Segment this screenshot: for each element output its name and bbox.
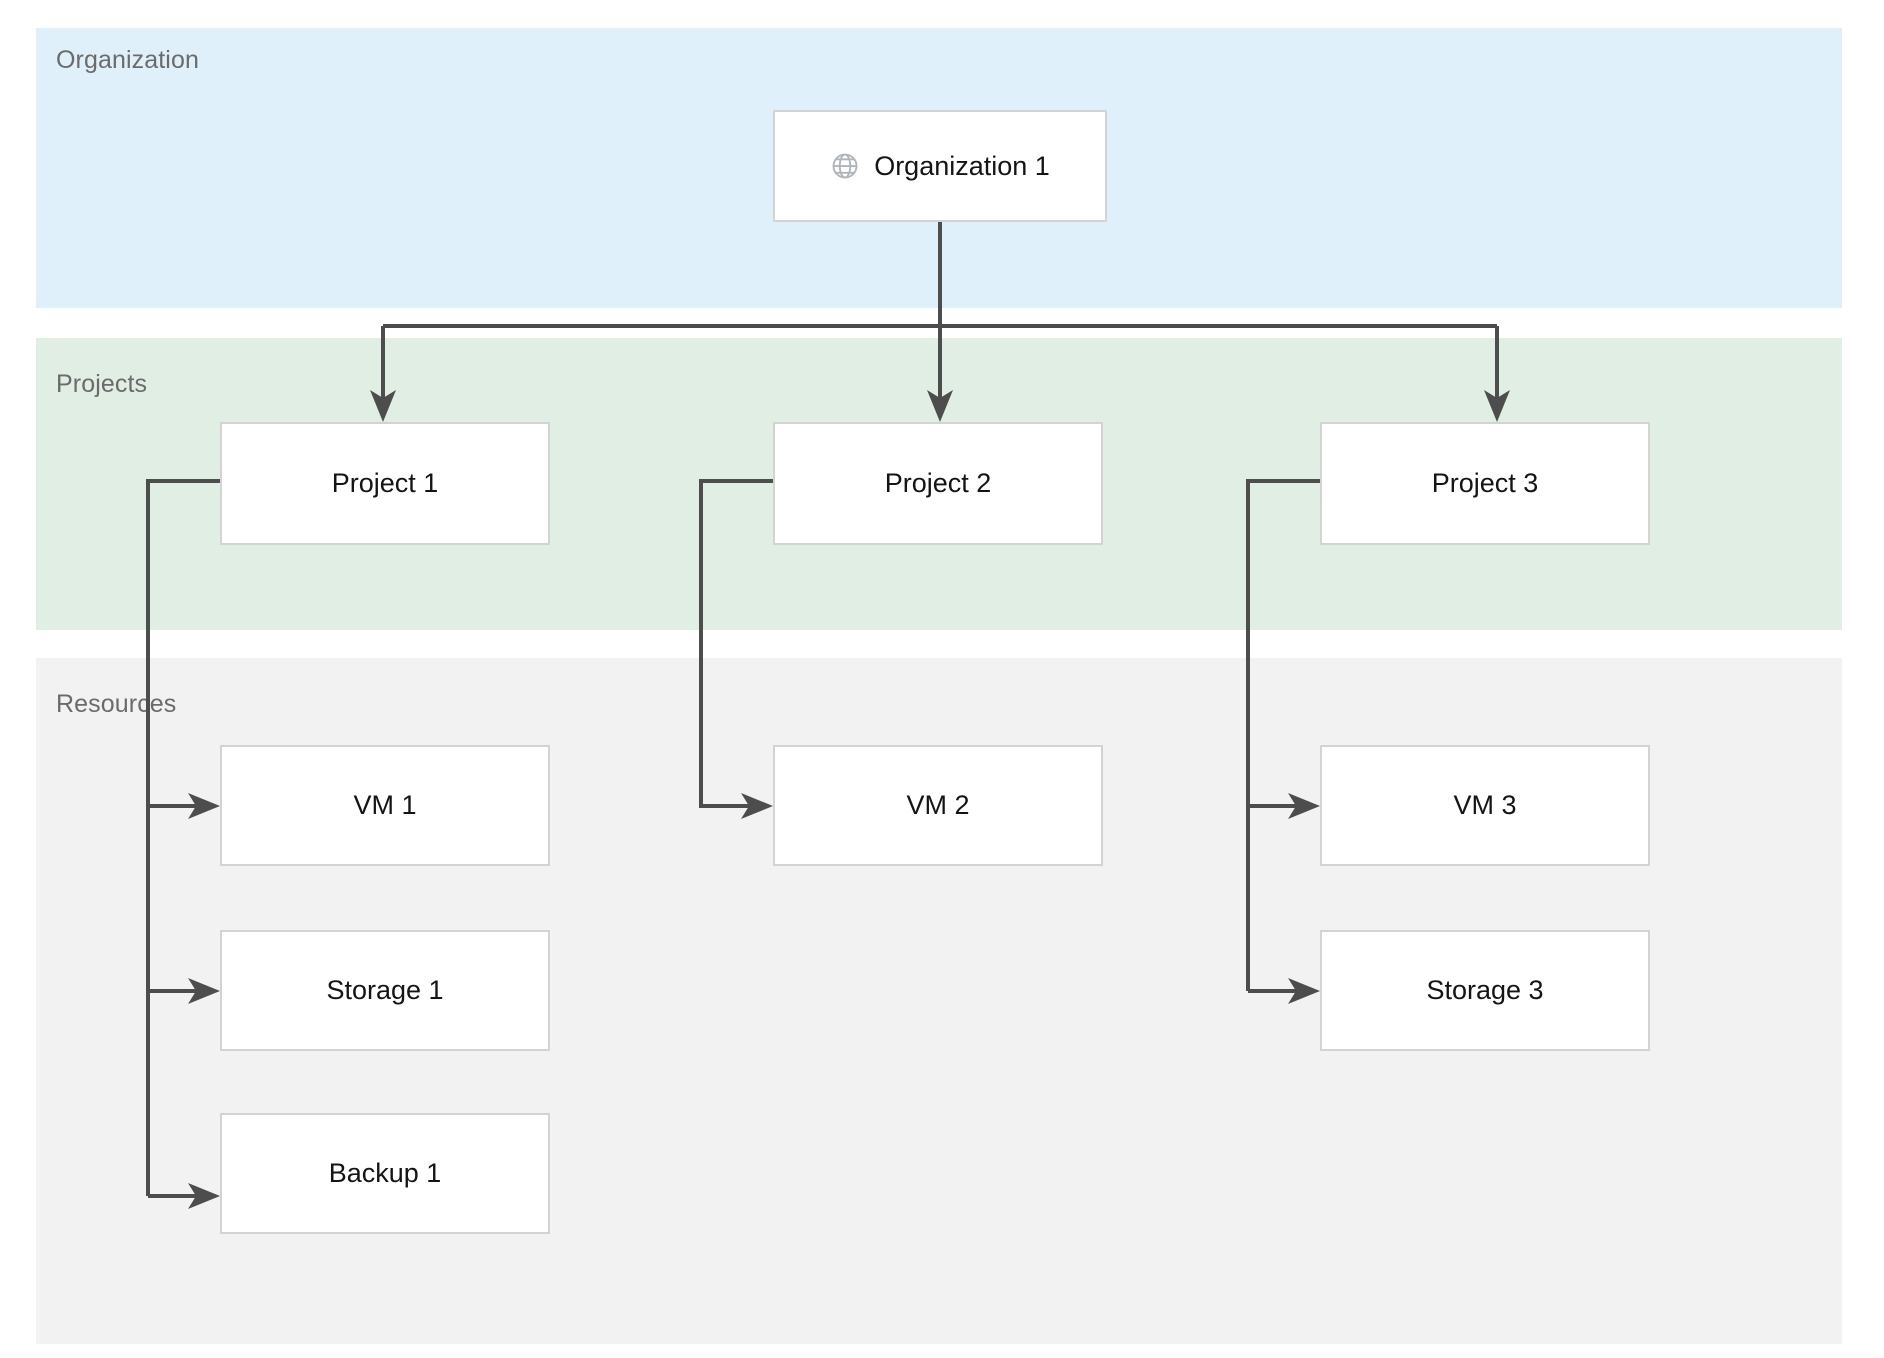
node-vm-3[interactable]: VM 3 <box>1320 745 1650 866</box>
node-organization-1-label: Organization 1 <box>874 150 1050 181</box>
node-backup-1[interactable]: Backup 1 <box>220 1113 550 1234</box>
node-organization-1[interactable]: Organization 1 <box>773 110 1107 222</box>
node-vm-1[interactable]: VM 1 <box>220 745 550 866</box>
band-label-organization: Organization <box>56 46 199 74</box>
node-vm-1-label: VM 1 <box>353 790 417 820</box>
node-project-3[interactable]: Project 3 <box>1320 422 1650 545</box>
globe-icon <box>832 153 858 179</box>
node-vm-2[interactable]: VM 2 <box>773 745 1103 866</box>
node-project-2[interactable]: Project 2 <box>773 422 1103 545</box>
node-project-1-label: Project 1 <box>331 468 439 498</box>
band-label-resources: Resources <box>56 690 177 718</box>
node-project-1[interactable]: Project 1 <box>220 422 550 545</box>
node-storage-1[interactable]: Storage 1 <box>220 930 550 1051</box>
band-label-projects: Projects <box>56 370 148 398</box>
node-storage-1-label: Storage 1 <box>326 975 444 1005</box>
node-backup-1-label: Backup 1 <box>328 1158 442 1188</box>
node-vm-2-label: VM 2 <box>906 790 970 820</box>
node-project-3-label: Project 3 <box>1431 468 1539 498</box>
node-vm-3-label: VM 3 <box>1453 790 1517 820</box>
node-storage-3-label: Storage 3 <box>1426 975 1544 1005</box>
node-storage-3[interactable]: Storage 3 <box>1320 930 1650 1051</box>
node-project-2-label: Project 2 <box>884 468 992 498</box>
